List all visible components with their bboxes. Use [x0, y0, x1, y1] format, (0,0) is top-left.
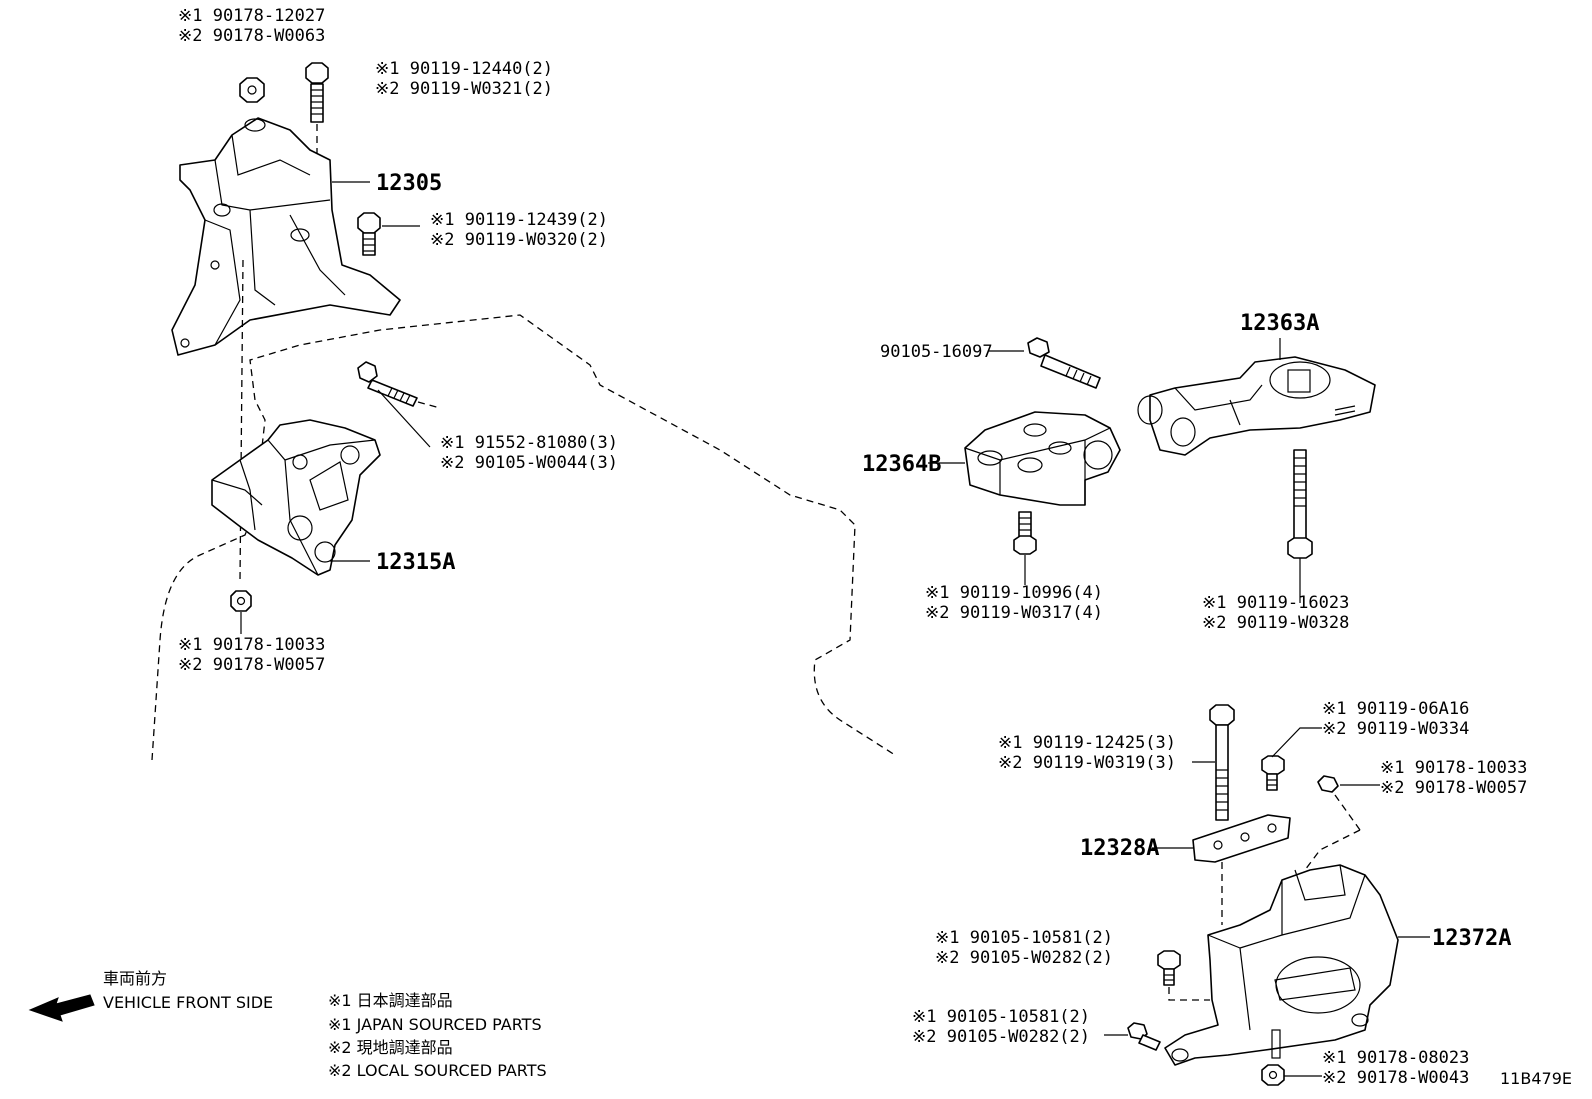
label-nut-top-b: ※2 90178-W0063: [178, 26, 325, 46]
leader-bolt-long: [377, 389, 431, 448]
label-nut-left-b: ※2 90178-W0057: [178, 655, 325, 675]
engine-outline: [151, 314, 896, 761]
label-bolt-rr-a: ※1 90119-10996(4): [925, 583, 1103, 603]
bolt-long2-icon: [1209, 704, 1235, 821]
label-bolt-lh1-b: ※2 90105-W0282(2): [935, 948, 1113, 968]
nut-top-icon: [239, 77, 265, 103]
label-bolt-mid-b: ※2 90119-W0320(2): [430, 230, 608, 250]
label-bolt-lh1-a: ※1 90105-10581(2): [935, 928, 1113, 948]
label-nut-right-a: ※1 90178-10033: [1380, 758, 1527, 778]
bolt-90105-16097-icon: [1027, 337, 1101, 389]
label-bolt-rod-b: ※2 90119-W0328: [1202, 613, 1349, 633]
plate-12328A: [1192, 814, 1291, 863]
label-part-12315A: 12315A: [376, 550, 455, 575]
label-bolt-mid-a: ※1 90119-12439(2): [430, 210, 608, 230]
nut-bottom-icon: [1261, 1064, 1285, 1086]
label-bolt-long-a: ※1 91552-81080(3): [440, 433, 618, 453]
label-bolt-long2-b: ※2 90119-W0319(3): [998, 753, 1176, 773]
nut-right-icon: [1317, 775, 1339, 793]
legend-note1-en: ※1 JAPAN SOURCED PARTS: [328, 1015, 542, 1034]
label-bolt-lh2-b: ※2 90105-W0282(2): [912, 1027, 1090, 1047]
nut-left-icon: [230, 590, 252, 612]
label-bolt-long-b: ※2 90105-W0044(3): [440, 453, 618, 473]
label-bolt-rr-b: ※2 90119-W0317(4): [925, 603, 1103, 623]
reference-code: 11B479E: [1500, 1069, 1572, 1088]
label-bolt-lh2-a: ※1 90105-10581(2): [912, 1007, 1090, 1027]
nut-right-dash: [1334, 794, 1361, 831]
label-bolt-90105-16097: 90105-16097: [880, 342, 993, 362]
label-bolt-small-a: ※1 90119-06A16: [1322, 699, 1469, 719]
bolt-rod-icon: [1287, 449, 1313, 559]
label-bolt-small-b: ※2 90119-W0334: [1322, 719, 1469, 739]
torque-rod-12363A: [1137, 356, 1376, 456]
legend-note2-en: ※2 LOCAL SOURCED PARTS: [328, 1061, 547, 1080]
bolt-lh1-icon: [1157, 950, 1181, 986]
label-part-12328A: 12328A: [1080, 836, 1159, 861]
bolt-rr-icon: [1013, 511, 1037, 555]
label-nut-left-a: ※1 90178-10033: [178, 635, 325, 655]
label-part-12363A: 12363A: [1240, 311, 1319, 336]
leader-bolt-small: [1271, 727, 1322, 758]
label-bolt-rod-a: ※1 90119-16023: [1202, 593, 1349, 613]
label-part-12372A: 12372A: [1432, 926, 1511, 951]
vehicle-front-arrow-icon: [28, 994, 95, 1022]
label-bolt-long2-a: ※1 90119-12425(3): [998, 733, 1176, 753]
label-nut-bottom-a: ※1 90178-08023: [1322, 1048, 1469, 1068]
legend-direction-en: VEHICLE FRONT SIDE: [103, 993, 273, 1012]
bolt-long-dash: [417, 401, 441, 409]
stud-dash: [1304, 829, 1361, 871]
engine-mount-12372A: [1164, 864, 1399, 1066]
label-nut-top-a: ※1 90178-12027: [178, 6, 325, 26]
label-bolt-top-a: ※1 90119-12440(2): [375, 59, 553, 79]
legend-note2-jp: ※2 現地調達部品: [328, 1038, 453, 1057]
bolt-top-icon: [305, 62, 329, 123]
mount-bracket-12364B: [964, 411, 1121, 506]
engine-mount-bracket-12305: [171, 117, 401, 356]
engine-mount-bracket-12315A: [211, 419, 381, 576]
bolt-lh1-dash: [1168, 987, 1210, 1001]
bolt-long-icon: [357, 361, 418, 407]
label-nut-bottom-b: ※2 90178-W0043: [1322, 1068, 1469, 1088]
bolt-mid-icon: [357, 212, 381, 256]
label-part-12305: 12305: [376, 171, 442, 196]
label-bolt-top-b: ※2 90119-W0321(2): [375, 79, 553, 99]
legend-direction-jp: 車両前方: [103, 969, 167, 988]
bolt-small-icon: [1261, 755, 1285, 791]
label-part-12364B: 12364B: [862, 452, 941, 477]
label-nut-right-b: ※2 90178-W0057: [1380, 778, 1527, 798]
legend-note1-jp: ※1 日本調達部品: [328, 991, 453, 1010]
bolt-lh2-icon: [1127, 1022, 1161, 1051]
